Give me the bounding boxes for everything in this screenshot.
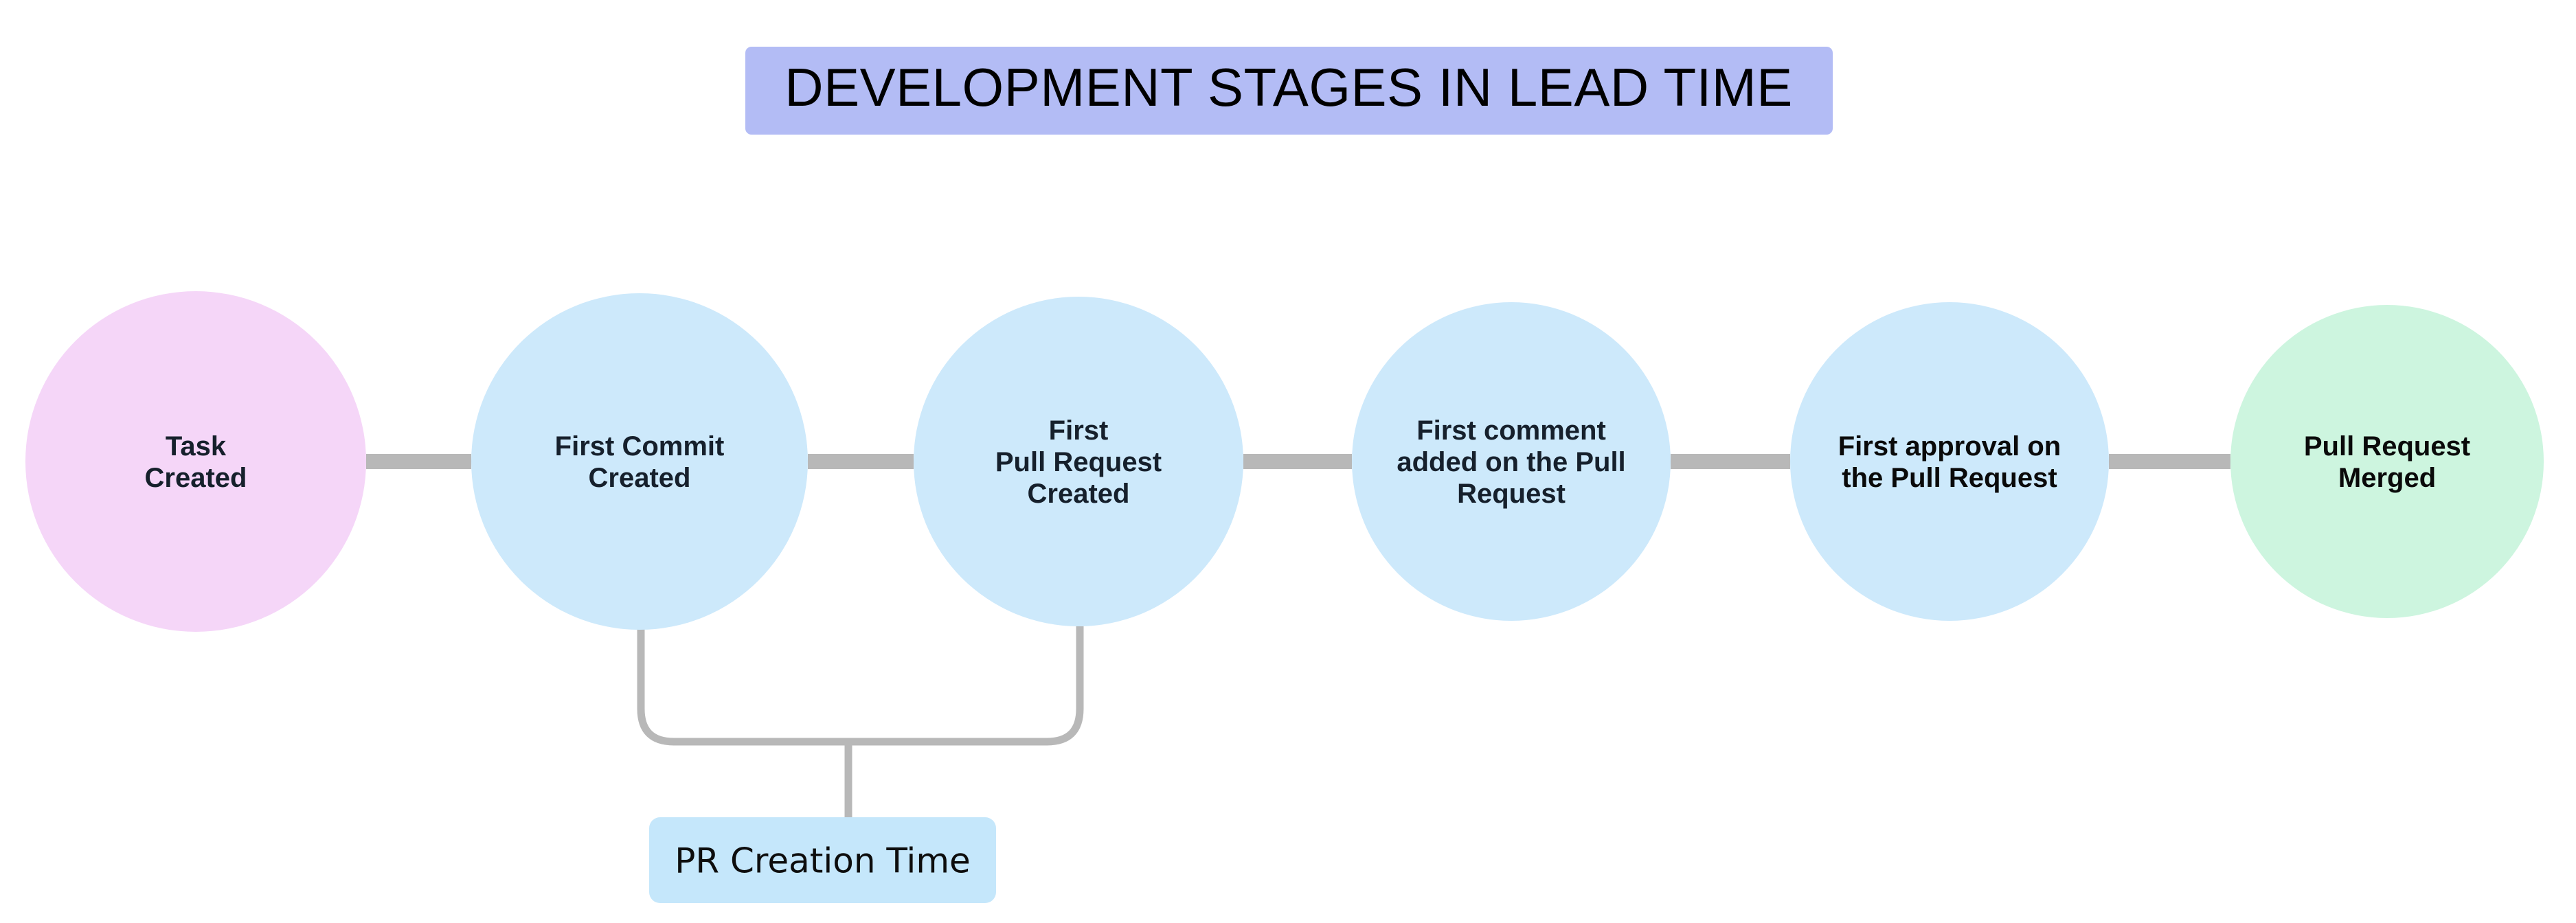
- node-label-line: First approval on: [1838, 431, 2061, 461]
- pr-creation-time-badge: PR Creation Time: [649, 817, 996, 903]
- page-title: DEVELOPMENT STAGES IN LEAD TIME: [784, 57, 1793, 117]
- node-label-line: Merged: [2338, 463, 2436, 493]
- node-label-line: Created: [589, 463, 691, 493]
- pr-creation-time-bracket: [637, 626, 1084, 819]
- badge-label: PR Creation Time: [675, 841, 971, 881]
- node-circle-pull-request-merged: [2230, 305, 2544, 618]
- node-circle-first-approval-on-pull-request: [1790, 302, 2109, 621]
- node-label-line: Request: [1457, 479, 1566, 509]
- node-circle-first-pull-request-created: [914, 297, 1243, 626]
- diagram-title: DEVELOPMENT STAGES IN LEAD TIME: [745, 47, 1833, 135]
- node-label-line: Pull Request: [2304, 431, 2470, 461]
- node-label-line: First comment: [1416, 415, 1606, 446]
- node-circle-first-commit-created: [471, 293, 808, 630]
- node-label-line: the Pull Request: [1842, 463, 2057, 493]
- node-label-line: added on the Pull: [1397, 447, 1625, 477]
- node-label-line: First: [1049, 415, 1109, 446]
- node-label-line: Created: [145, 463, 247, 493]
- title-background: [745, 47, 1833, 135]
- badge-background: [649, 817, 996, 903]
- node-label-line: Created: [1028, 479, 1130, 509]
- node-circle-first-comment-on-pull-request: [1352, 302, 1671, 621]
- bracket-path: [637, 626, 1084, 746]
- node-circle-task-created: [25, 291, 366, 632]
- node-label-line: Task: [166, 431, 227, 461]
- node-label-line: Pull Request: [995, 447, 1162, 477]
- node-label-line: First Commit: [555, 431, 725, 461]
